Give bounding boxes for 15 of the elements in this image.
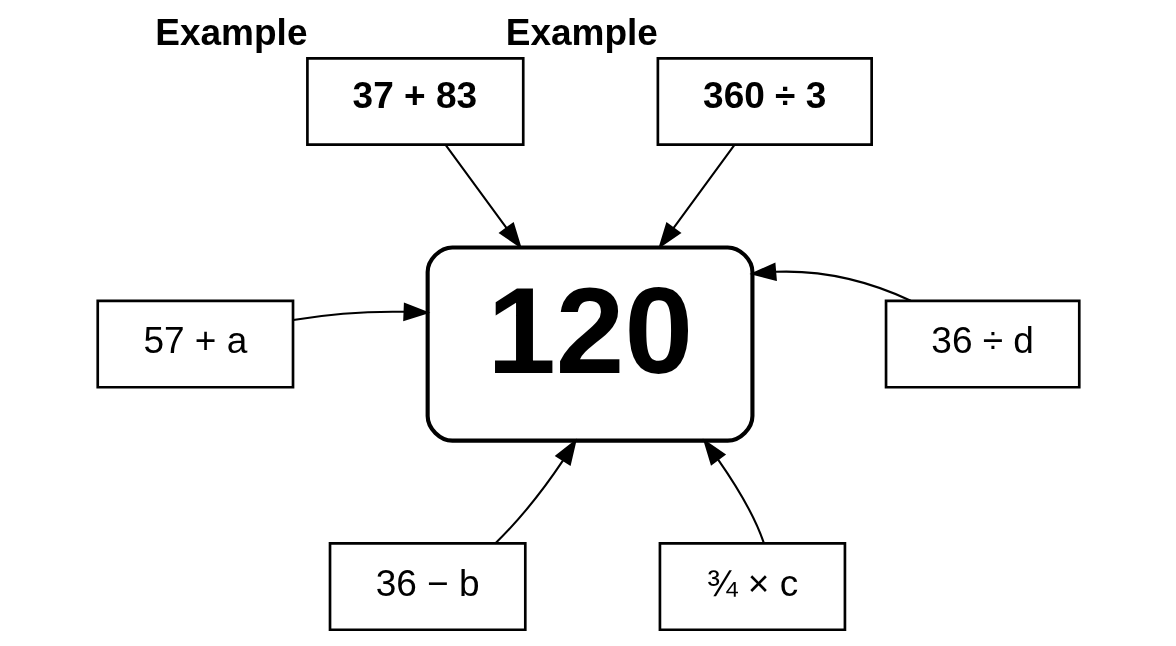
node-label: Example <box>154 11 307 53</box>
node-box: 360 ÷ 3 <box>656 56 873 146</box>
node-box: ¾ × c <box>658 541 846 631</box>
arrow <box>749 261 911 302</box>
node-box: 36 − b <box>328 541 527 631</box>
arrow <box>494 437 577 544</box>
node-box: 37 + 83 <box>305 56 525 146</box>
arrow <box>657 144 735 249</box>
node-box: 36 ÷ d <box>884 299 1081 389</box>
arrow <box>702 438 765 544</box>
node-box: 57 + a <box>95 299 294 389</box>
node-label: Example <box>505 11 658 53</box>
arrow <box>444 144 522 249</box>
node-box: 120 <box>425 244 754 443</box>
arrow <box>292 301 430 321</box>
